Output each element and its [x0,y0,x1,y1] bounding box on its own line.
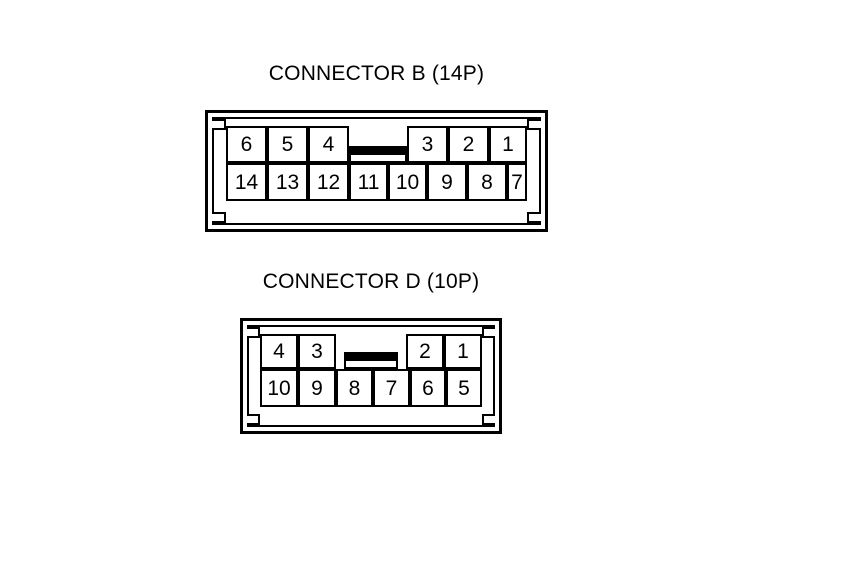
connector-d-polarizing-tab-bar [344,352,398,361]
pin-cell: 10 [388,163,427,201]
pin-cell: 4 [308,126,349,163]
connector-d-notch-left-bottom [247,414,260,425]
connector-d-title: CONNECTOR D (10P) [262,270,480,293]
pin-cell: 11 [349,163,388,201]
pin-cell: 1 [444,334,482,369]
pin-cell: 8 [467,163,507,201]
connector-b-notch-left-top [212,119,226,130]
connector-b-notch-right-bottom [527,212,541,223]
pin-cell: 3 [298,334,336,369]
pin-cell: 2 [406,334,444,369]
pin-cell: 13 [267,163,308,201]
pin-cell: 6 [410,369,446,407]
pin-cell: 3 [407,126,448,163]
pin-cell: 9 [427,163,467,201]
connector-d-notch-right-top [482,327,495,338]
pin-cell: 6 [226,126,267,163]
connector-b-notch-right-top [527,119,541,130]
pin-cell: 8 [336,369,373,407]
pin-cell: 5 [267,126,308,163]
pin-cell: 5 [446,369,482,407]
pin-cell: 1 [489,126,527,163]
connector-b-notch-left-bottom [212,212,226,223]
pin-cell: 2 [448,126,489,163]
pin-cell: 7 [507,163,527,201]
connector-d-block: CONNECTOR D (10P) 4 3 2 1 10 9 8 7 6 5 [240,270,502,436]
connector-b-block: CONNECTOR B (14P) 6 5 4 3 2 1 14 13 12 1… [205,62,548,234]
connector-b-title: CONNECTOR B (14P) [268,62,485,85]
connector-d-notch-right-bottom [482,414,495,425]
pin-cell: 7 [373,369,410,407]
pin-cell: 9 [298,369,336,407]
pin-cell: 12 [308,163,349,201]
pin-cell: 4 [260,334,298,369]
pin-cell: 14 [226,163,267,201]
pin-cell: 10 [260,369,298,407]
connector-b-polarizing-tab-bar [349,146,407,155]
connector-d-notch-left-top [247,327,260,338]
